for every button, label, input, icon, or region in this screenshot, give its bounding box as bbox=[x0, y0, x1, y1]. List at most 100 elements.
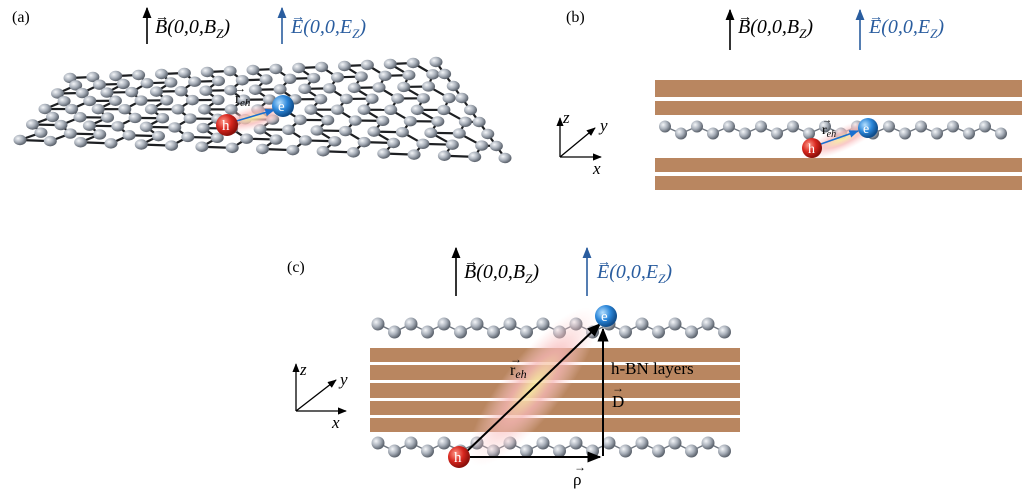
b-field-label: B(0,0,BZ) → bbox=[464, 255, 539, 286]
carbon-atom bbox=[211, 75, 225, 87]
carbon-atom bbox=[429, 56, 443, 68]
carbon-atom bbox=[378, 70, 392, 82]
carbon-atom bbox=[310, 125, 324, 136]
carbon-atom bbox=[489, 140, 503, 152]
carbon-atom bbox=[372, 82, 386, 93]
carbon-atom bbox=[168, 122, 182, 133]
carbon-atom bbox=[586, 444, 599, 458]
carbon-atom bbox=[536, 317, 550, 331]
carbon-atom bbox=[132, 69, 146, 81]
carbon-atom bbox=[635, 436, 649, 450]
r-eh-label: reh → bbox=[822, 115, 836, 140]
carbon-atom bbox=[723, 120, 735, 133]
carbon-atom bbox=[619, 325, 632, 339]
carbon-atom bbox=[151, 130, 165, 142]
carbon-atom bbox=[92, 79, 106, 90]
carbon-atom bbox=[134, 139, 148, 150]
carbon-atom bbox=[718, 325, 731, 339]
carbon-atom bbox=[177, 67, 191, 79]
carbon-atom bbox=[82, 120, 96, 131]
carbon-atom bbox=[54, 119, 68, 131]
carbon-atom bbox=[404, 436, 418, 450]
r-eh-label: reh → bbox=[235, 83, 251, 109]
carbon-atom bbox=[357, 136, 371, 148]
carbon-atom bbox=[376, 115, 390, 127]
carbon-atom bbox=[328, 136, 342, 147]
carbon-atom bbox=[787, 120, 799, 133]
carbon-atom bbox=[128, 112, 142, 124]
axes-b: z y x bbox=[556, 108, 608, 178]
carbon-atom bbox=[199, 85, 213, 96]
hole-particle bbox=[216, 114, 238, 136]
carbon-atom bbox=[181, 131, 195, 143]
carbon-atom bbox=[323, 83, 337, 94]
carbon-atom bbox=[437, 317, 451, 331]
carbon-atom bbox=[438, 68, 452, 80]
carbon-atom bbox=[108, 95, 122, 106]
carbon-atom bbox=[553, 444, 566, 458]
carbon-atom bbox=[198, 104, 212, 115]
carbon-atom bbox=[371, 436, 385, 450]
carbon-atom bbox=[321, 114, 335, 126]
carbon-atom bbox=[602, 436, 616, 450]
hbn-layers-top bbox=[655, 80, 1022, 115]
carbon-atom bbox=[134, 95, 148, 106]
carbon-atom bbox=[402, 69, 416, 81]
carbon-atom bbox=[395, 127, 409, 138]
carbon-atom bbox=[246, 64, 260, 76]
carbon-atom bbox=[652, 325, 665, 339]
svg-text:→: → bbox=[822, 115, 832, 126]
carbon-atom bbox=[481, 128, 495, 140]
carbon-atom bbox=[38, 103, 52, 115]
carbon-atom bbox=[74, 137, 88, 148]
carbon-atom bbox=[262, 94, 276, 105]
carbon-atom bbox=[171, 104, 185, 115]
hole-label: h bbox=[808, 142, 815, 157]
r-eh-vector bbox=[461, 323, 602, 457]
carbon-atom bbox=[685, 444, 698, 458]
carbon-atom bbox=[388, 325, 401, 339]
carbon-atom bbox=[155, 68, 168, 80]
carbon-atom bbox=[196, 122, 210, 134]
carbon-atom bbox=[225, 142, 239, 154]
carbon-atom bbox=[256, 143, 269, 155]
carbon-atom bbox=[668, 436, 682, 450]
carbon-atom bbox=[125, 86, 139, 98]
carbon-atom bbox=[156, 113, 170, 124]
carbon-atom bbox=[269, 134, 283, 145]
carbon-atom bbox=[718, 444, 731, 458]
carbon-atom bbox=[391, 93, 405, 104]
carbon-atom bbox=[403, 115, 417, 127]
carbon-atom bbox=[498, 152, 512, 164]
svg-text:reh: reh bbox=[235, 91, 251, 109]
electron-label: e bbox=[601, 309, 608, 325]
electron-label: e bbox=[278, 99, 285, 115]
e-field-label: E(0,0,EZ) → bbox=[290, 10, 366, 41]
carbon-atom bbox=[963, 127, 975, 140]
carbon-atom bbox=[347, 82, 361, 94]
carbon-atom bbox=[635, 317, 649, 331]
carbon-atom bbox=[422, 81, 436, 92]
carbon-atom bbox=[437, 436, 451, 450]
carbon-atom bbox=[384, 104, 398, 116]
panel-a-label: (a) bbox=[12, 9, 30, 26]
carbon-atom bbox=[200, 66, 214, 78]
carbon-atom bbox=[160, 95, 174, 106]
carbon-atom bbox=[442, 92, 456, 104]
carbon-atom bbox=[86, 71, 100, 83]
carbon-atom bbox=[210, 132, 224, 144]
carbon-atom bbox=[707, 127, 719, 140]
carbon-atom bbox=[915, 120, 927, 133]
carbon-atom bbox=[701, 436, 715, 450]
carbon-atom bbox=[235, 75, 249, 86]
carbon-atom bbox=[223, 65, 237, 77]
carbon-atom bbox=[314, 93, 328, 105]
carbon-atom bbox=[83, 95, 97, 107]
carbon-atom bbox=[421, 444, 434, 458]
carbon-atom bbox=[426, 69, 440, 80]
carbon-atom bbox=[331, 104, 345, 115]
carbon-atom bbox=[357, 104, 371, 115]
carbon-atom bbox=[421, 325, 434, 339]
carbon-atom bbox=[406, 57, 420, 69]
